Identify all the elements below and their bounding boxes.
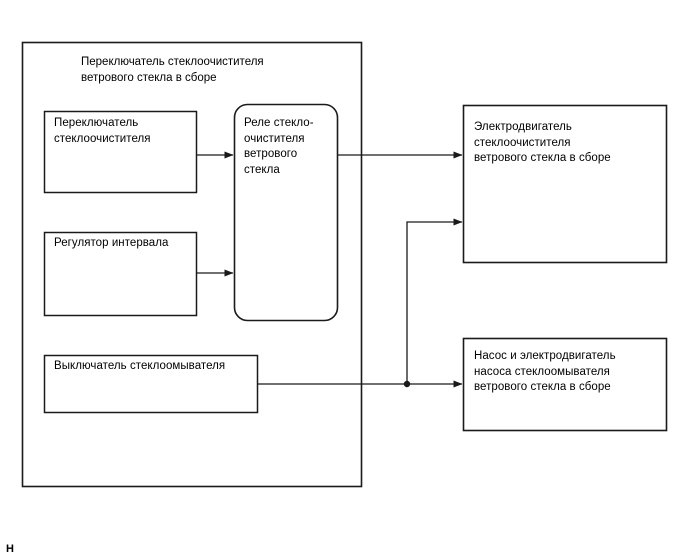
washer-switch-block-outline xyxy=(43,354,259,414)
washer-branch-to-motor-arrow xyxy=(406,218,463,384)
wiper-switch-block-label: Переключатель стеклоочистителя xyxy=(54,117,151,145)
corner-reference-mark: H xyxy=(6,543,14,555)
wiper-switch-assembly-group-outline xyxy=(21,41,363,488)
wiper-relay-block-outline xyxy=(233,103,339,322)
interval-regulator-block-label: Регулятор интервала xyxy=(54,237,169,249)
wiper-motor-block-outline xyxy=(462,104,668,264)
interval-regulator-block-outline xyxy=(43,231,198,317)
washer-pump-block-outline xyxy=(462,337,668,432)
washer-pump-block-label: Насос и электродвигатель насоса стеклоом… xyxy=(474,350,616,393)
wiper-switch-block-outline xyxy=(43,110,198,194)
wiper-relay-block-label: Реле стекло- очистителя ветрового стекла xyxy=(244,117,314,176)
washer-line-junction-dot xyxy=(403,380,411,388)
wiper-motor-block-label: Электродвигатель стеклоочистителя ветров… xyxy=(474,121,611,164)
wiper-switch-assembly-group-label: Переключатель стеклоочистителя ветрового… xyxy=(81,56,264,84)
washer-switch-block-label: Выключатель стеклоомывателя xyxy=(54,360,226,372)
